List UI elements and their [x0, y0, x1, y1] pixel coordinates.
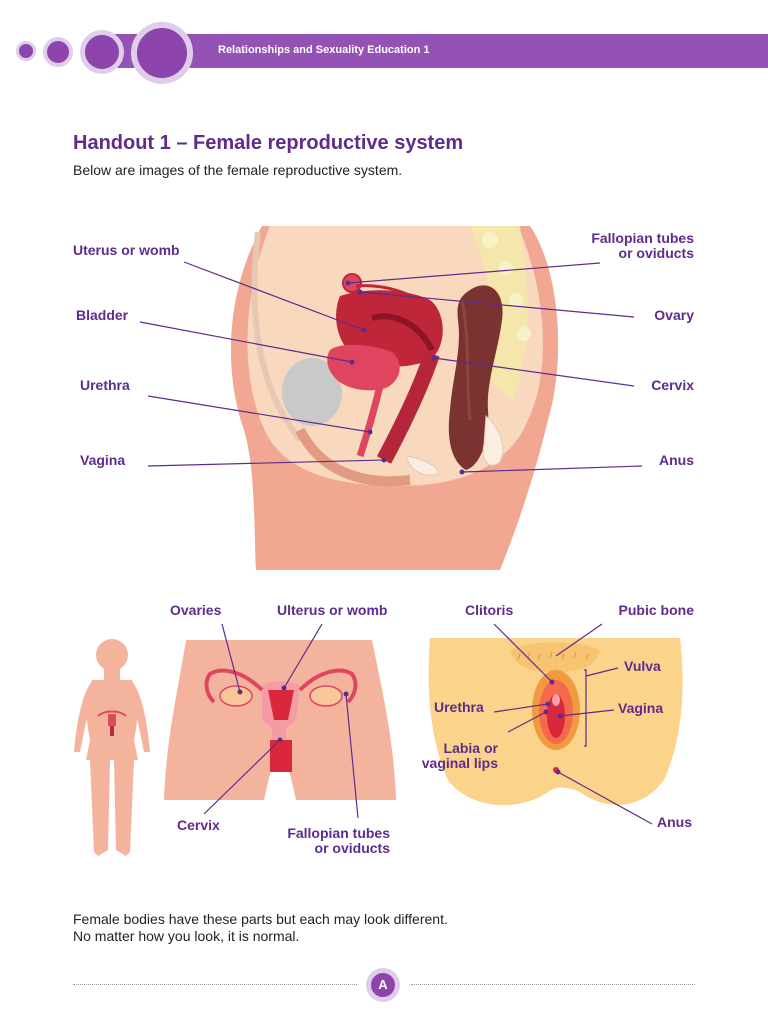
label-front-fallopian-tubes: Fallopian tubes or oviducts [278, 826, 390, 856]
header-bar [110, 34, 768, 68]
label-vagina: Vagina [80, 452, 126, 468]
closing-line-2: No matter how you look, it is normal. [73, 928, 300, 944]
sagittal-view-illustration [230, 226, 559, 570]
label-clitoris: Clitoris [465, 602, 514, 618]
label-front-uterus: Ulterus or womb [277, 602, 388, 618]
label-bladder: Bladder [76, 307, 129, 323]
label-labia-line1: Labia or [443, 740, 498, 756]
body-figure-organs [97, 710, 127, 736]
label-vulva-urethra: Urethra [434, 699, 484, 715]
header-title: Relationships and Sexuality Education 1 [218, 44, 430, 56]
label-fallopian-tubes: Fallopian tubes or oviducts [591, 231, 694, 261]
page-label: A [371, 973, 395, 997]
page-subtitle: Below are images of the female reproduct… [73, 162, 403, 178]
label-ovaries: Ovaries [170, 602, 222, 618]
front-leader-lines [203, 623, 359, 819]
label-vulva-vagina: Vagina [618, 700, 664, 716]
label-fallopian-line1: Fallopian tubes [591, 230, 694, 246]
label-vulva-anus: Anus [657, 814, 692, 830]
label-labia: Labia or vaginal lips [412, 741, 498, 771]
label-cervix: Cervix [651, 377, 694, 393]
vulva-illustration [428, 638, 683, 806]
footer-rule-left [73, 984, 357, 985]
label-front-fallopian-line2: or oviducts [314, 840, 390, 856]
label-fallopian-line2: or oviducts [618, 245, 694, 261]
body-figure-illustration [74, 639, 150, 856]
sagittal-leader-lines [139, 261, 643, 473]
header-dot-2 [43, 37, 73, 67]
header-dot-1 [16, 41, 36, 61]
header-dot-4 [131, 22, 193, 84]
front-uterus-illustration [164, 640, 396, 800]
page-title: Handout 1 – Female reproductive system [73, 132, 464, 154]
label-pubic-bone: Pubic bone [618, 602, 694, 618]
closing-line-1: Female bodies have these parts but each … [73, 911, 448, 927]
label-front-cervix: Cervix [177, 817, 220, 833]
footer-rule-right [411, 984, 695, 985]
label-urethra: Urethra [80, 377, 130, 393]
vulva-leader-lines [493, 623, 653, 825]
page-badge: A [366, 968, 400, 1002]
label-vulva: Vulva [624, 658, 661, 674]
label-ovary: Ovary [654, 307, 694, 323]
label-front-fallopian-line1: Fallopian tubes [287, 825, 390, 841]
label-labia-line2: vaginal lips [421, 755, 498, 771]
label-uterus: Uterus or womb [73, 242, 180, 258]
label-anus: Anus [659, 452, 694, 468]
header-dot-3 [80, 30, 124, 74]
